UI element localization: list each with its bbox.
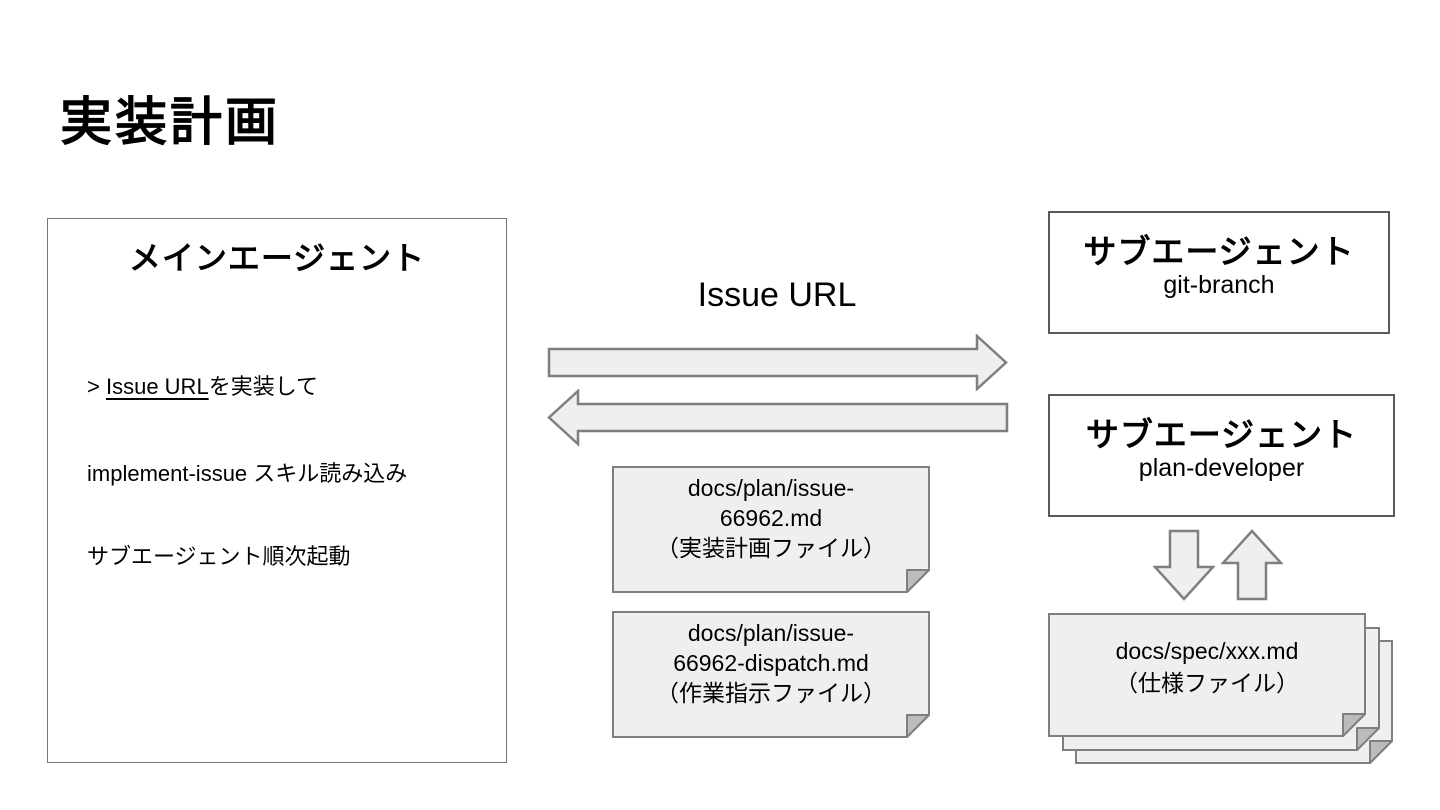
arrow-down-shape: [1153, 529, 1215, 601]
folded-corner-icon: [906, 714, 930, 738]
file-path-line: docs/plan/issue-: [687, 475, 855, 501]
file-path-line: docs/plan/issue-: [687, 620, 855, 646]
prompt-issue-url-link: Issue URL: [105, 374, 209, 399]
page-title: 実装計画: [60, 94, 281, 152]
plan-file-text: docs/plan/issue- 66962.md （実装計画ファイル）: [612, 473, 930, 563]
spec-file-stack: docs/spec/xxx.md （仕様ファイル）: [1048, 613, 1394, 765]
sub-agent-git-branch-box: サブエージェント git-branch: [1048, 211, 1390, 334]
arrow-up-icon: [1221, 529, 1283, 601]
spec-file-text: docs/spec/xxx.md （仕様ファイル）: [1048, 635, 1366, 699]
file-path-line: docs/spec/xxx.md: [1115, 638, 1299, 664]
sub-agent-title: サブエージェント: [1083, 233, 1355, 270]
main-agent-step-dispatch: サブエージェント順次起動: [87, 544, 351, 569]
prompt-prefix: >: [87, 374, 106, 399]
main-agent-prompt-line: > Issue URLを実装して: [87, 369, 318, 401]
issue-url-label: Issue URL: [697, 276, 857, 314]
arrow-right-icon: [547, 334, 1008, 391]
dispatch-file-text: docs/plan/issue- 66962-dispatch.md （作業指示…: [612, 618, 930, 708]
main-agent-step-skill: implement-issue スキル読み込み: [87, 461, 408, 486]
arrow-right-shape: [547, 334, 1008, 391]
sub-agent-title: サブエージェント: [1085, 416, 1358, 453]
file-caption: （実装計画ファイル）: [656, 535, 886, 561]
document-shape-icon: [612, 611, 930, 738]
plan-file-doc: docs/plan/issue- 66962.md （実装計画ファイル）: [612, 466, 930, 593]
sub-agent-plan-developer-box: サブエージェント plan-developer: [1048, 394, 1395, 517]
file-caption: （作業指示ファイル）: [656, 680, 886, 706]
stacked-documents-icon: [1048, 613, 1393, 764]
arrow-left-icon: [547, 389, 1009, 447]
stack-layer-front: [1048, 613, 1366, 737]
folded-corner-icon: [906, 569, 930, 593]
file-path-line: 66962-dispatch.md: [673, 650, 869, 676]
sub-agent-name: plan-developer: [1138, 454, 1305, 482]
prompt-suffix: を実装して: [208, 374, 319, 399]
main-agent-box: メインエージェント > Issue URLを実装して implement-iss…: [47, 218, 507, 763]
arrow-down-icon: [1153, 529, 1215, 601]
file-path-line: 66962.md: [719, 505, 823, 531]
dispatch-file-doc: docs/plan/issue- 66962-dispatch.md （作業指示…: [612, 611, 930, 738]
arrow-up-shape: [1221, 529, 1283, 601]
document-shape-icon: [612, 466, 930, 593]
main-agent-title: メインエージェント: [128, 240, 426, 276]
sub-agent-name: git-branch: [1163, 271, 1275, 299]
arrow-left-shape: [547, 389, 1009, 447]
file-caption: （仕様ファイル）: [1115, 670, 1299, 696]
